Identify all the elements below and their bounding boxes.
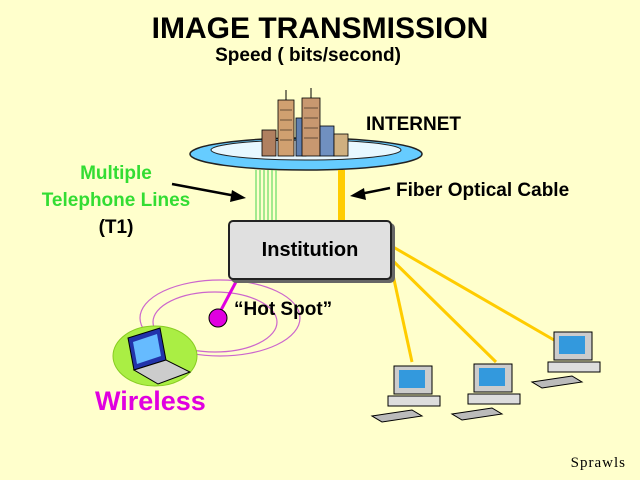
fiber-label: Fiber Optical Cable bbox=[396, 180, 570, 201]
credit-signature: Sprawls bbox=[570, 455, 626, 471]
institution-node: Institution bbox=[228, 220, 392, 280]
telephone-label-line2: Telephone Lines bbox=[41, 190, 191, 211]
internet-label: INTERNET bbox=[366, 114, 461, 135]
hotspot-rings bbox=[139, 279, 301, 357]
telephone-arrow bbox=[171, 182, 246, 202]
laptop-icon bbox=[112, 325, 198, 387]
city-skyline-icon bbox=[261, 88, 349, 157]
hotspot-label: “Hot Spot” bbox=[234, 299, 333, 320]
telephone-label-line3: (T1) bbox=[98, 217, 134, 238]
fiber-arrow bbox=[350, 186, 391, 200]
desktop-computer-icon bbox=[530, 331, 601, 389]
desktop-computer-icon bbox=[370, 365, 441, 423]
hotspot-icon bbox=[208, 308, 228, 328]
institution-label: Institution bbox=[261, 238, 359, 261]
telephone-lines bbox=[255, 170, 277, 220]
telephone-label-line1: Multiple bbox=[80, 163, 152, 184]
desktop-computer-icon bbox=[450, 363, 521, 421]
page-subtitle: Speed ( bits/second) bbox=[215, 45, 401, 66]
wireless-label: Wireless bbox=[95, 386, 206, 416]
page-title: IMAGE TRANSMISSION bbox=[151, 12, 489, 45]
hotspot-link bbox=[218, 277, 240, 313]
fiber-cable bbox=[338, 170, 345, 220]
lan-cables bbox=[386, 242, 555, 364]
telephone-label: Multiple Telephone Lines (T1) bbox=[16, 160, 216, 241]
